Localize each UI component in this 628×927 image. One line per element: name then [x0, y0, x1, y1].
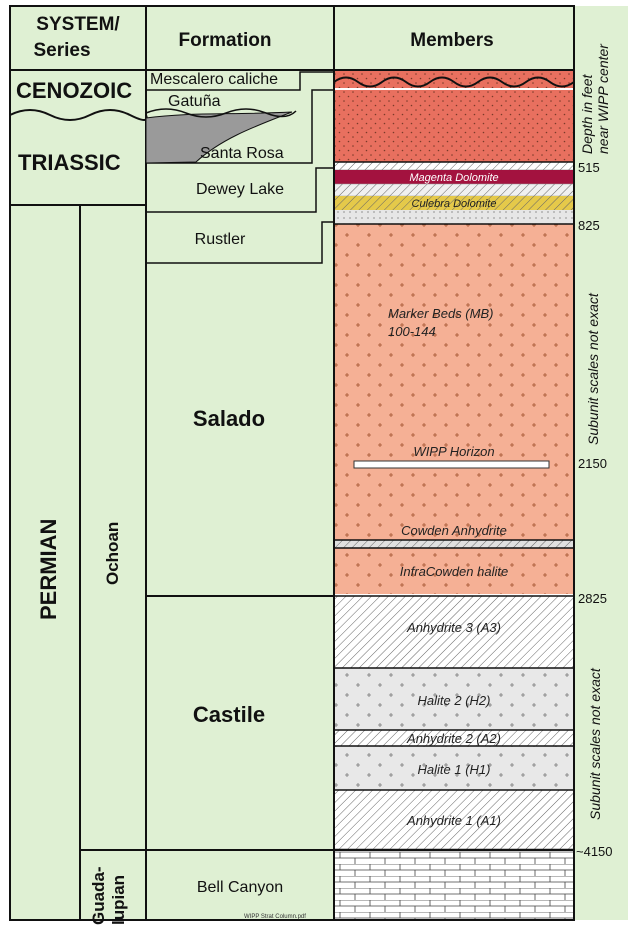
depth-note-upper: Subunit scales not exact — [585, 292, 601, 445]
header-system: SYSTEM/ — [36, 14, 120, 35]
member-cowden: Cowden Anhydrite — [401, 523, 507, 538]
formation-dewey-lake: Dewey Lake — [196, 181, 284, 198]
depth-2150: 2150 — [578, 456, 607, 471]
formation-bell-canyon: Bell Canyon — [197, 879, 283, 896]
member-h1: Halite 1 (H1) — [418, 762, 491, 777]
depth-2825: 2825 — [578, 591, 607, 606]
formation-santa-rosa: Santa Rosa — [200, 145, 284, 162]
formation-gatuna: Gatuña — [168, 93, 221, 110]
series-ochoan: Ochoan — [103, 522, 122, 585]
member-wipp-horizon: WIPP Horizon — [413, 444, 494, 459]
member-magenta: Magenta Dolomite — [409, 172, 498, 184]
depth-515: 515 — [578, 160, 600, 175]
depth-4150: ~4150 — [576, 844, 613, 859]
member-culebra: Culebra Dolomite — [412, 198, 497, 210]
member-a1: Anhydrite 1 (A1) — [406, 813, 501, 828]
header-system-series: Series — [33, 40, 90, 61]
system-triassic: TRIASSIC — [18, 150, 121, 175]
formation-salado: Salado — [193, 406, 265, 431]
depth-note-lower: Subunit scales not exact — [587, 667, 603, 820]
formation-rustler: Rustler — [195, 231, 246, 248]
depth-825: 825 — [578, 218, 600, 233]
formation-mescalero: Mescalero caliche — [150, 71, 278, 88]
formation-castile: Castile — [193, 702, 265, 727]
system-cenozoic: CENOZOIC — [16, 78, 132, 103]
header-formation: Formation — [179, 30, 272, 51]
member-a2: Anhydrite 2 (A2) — [406, 731, 501, 746]
header-members: Members — [410, 30, 493, 51]
member-a3: Anhydrite 3 (A3) — [406, 620, 501, 635]
footer-filename: WIPP Strat Column.pdf — [244, 914, 306, 920]
wipp-horizon-bar — [354, 461, 549, 468]
member-infracowden: InfraCowden halite — [400, 564, 508, 579]
system-permian: PERMIAN — [36, 519, 61, 620]
member-h2: Halite 2 (H2) — [418, 693, 491, 708]
series-guadalupian: Guada-lupian — [89, 866, 128, 925]
